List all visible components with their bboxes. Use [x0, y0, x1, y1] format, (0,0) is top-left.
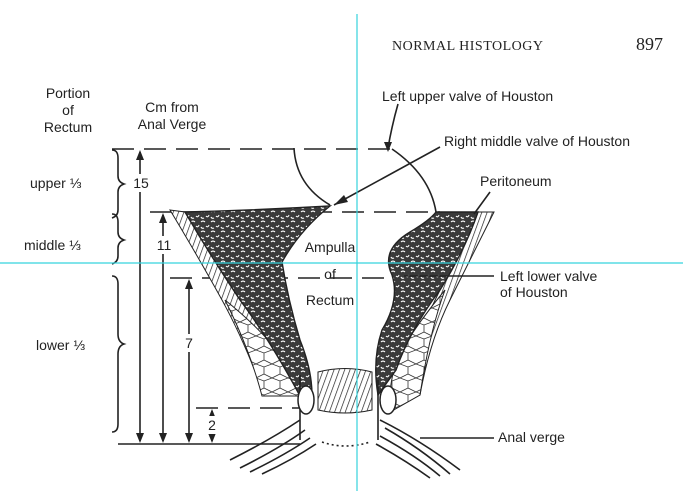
peritoneum-pointer — [474, 192, 490, 214]
peritoneum-label: Peritoneum — [480, 173, 552, 189]
distance-label-7: 7 — [185, 335, 193, 351]
left-sphincter-ring — [298, 386, 314, 414]
upper-rectum-left-outline — [294, 148, 330, 205]
left-lower-valve-label-line-1: Left lower valve — [500, 268, 597, 284]
cm-header-line-1: Cm from — [145, 99, 199, 115]
right-sphincter-ring — [380, 386, 396, 414]
portion-header-line-1: Portion — [46, 85, 90, 101]
left-upper-valve-label: Left upper valve of Houston — [382, 88, 553, 104]
middle-third-label: middle ⅓ — [24, 237, 81, 253]
lower-third-brace — [112, 276, 124, 432]
left-lower-valve-label-line-2: of Houston — [500, 284, 568, 300]
portion-header-line-3: Rectum — [44, 119, 92, 135]
left-upper-valve-pointer — [388, 104, 398, 148]
running-header-title: NORMAL HISTOLOGY — [392, 39, 544, 54]
ampulla-label-line-2: of — [324, 266, 336, 282]
distance-label-2: 2 — [208, 417, 216, 433]
anal-canal-dotted-lower — [322, 442, 370, 446]
upper-third-label: upper ⅓ — [30, 175, 82, 191]
distance-arrow-7 — [185, 279, 193, 443]
upper-rectum-right-outline — [392, 149, 436, 212]
middle-third-brace — [112, 214, 124, 264]
right-middle-valve-pointer — [334, 147, 440, 205]
portion-header-line-2: of — [62, 102, 74, 118]
anal-canal-lining — [318, 369, 372, 414]
anal-verge-label: Anal verge — [498, 429, 565, 445]
distance-label-11: 11 — [157, 237, 172, 253]
right-middle-valve-label: Right middle valve of Houston — [444, 133, 630, 149]
right-mucosa — [376, 212, 478, 395]
ampulla-label-line-1: Ampulla — [305, 239, 356, 255]
cm-header-line-2: Anal Verge — [138, 116, 207, 132]
page-number: 897 — [636, 34, 663, 54]
left-external-fibres — [230, 420, 316, 474]
ampulla-label-line-3: Rectum — [306, 292, 354, 308]
distance-label-15: 15 — [133, 175, 149, 191]
lower-third-label: lower ⅓ — [36, 337, 85, 353]
right-external-fibres — [376, 420, 460, 478]
distance-arrow-15 — [136, 150, 144, 443]
upper-third-brace — [112, 150, 124, 218]
